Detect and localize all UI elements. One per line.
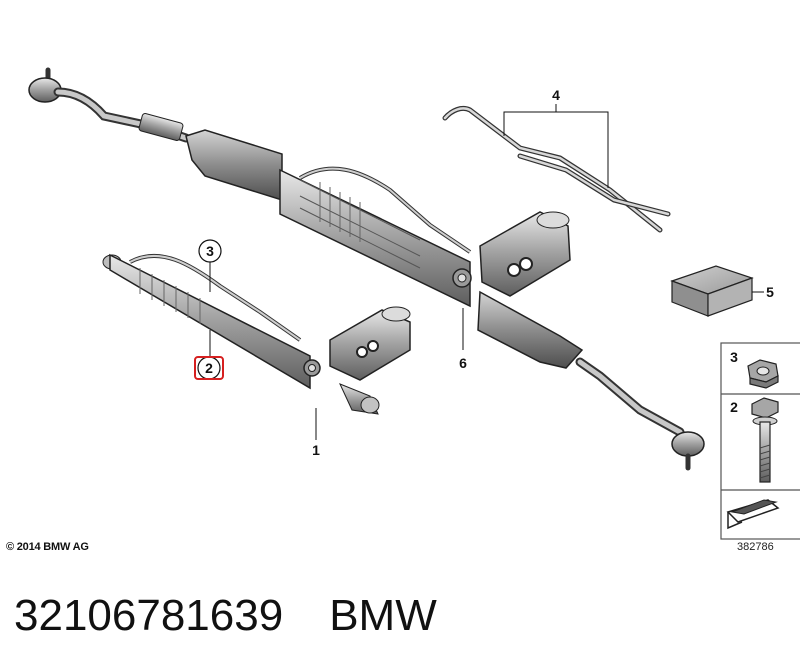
small-parts-legend: 3 2 — [720, 342, 800, 540]
part-caption: 32106781639 BMW — [14, 588, 437, 644]
callout-6: 6 — [459, 355, 467, 371]
steering-gear-item1 — [102, 253, 411, 440]
steering-rack-diagram: 3 2 1 4 5 6 3 2 — [28, 67, 800, 540]
packaging-box-item5 — [670, 265, 764, 317]
hex-bolt-icon — [751, 397, 779, 483]
legend-label-2: 2 — [730, 399, 738, 415]
drawing-number: 382786 — [737, 541, 774, 553]
callout-4: 4 — [552, 87, 560, 103]
callout-5: 5 — [766, 284, 774, 300]
callout-3: 3 — [206, 243, 214, 259]
legend-label-3: 3 — [730, 349, 738, 365]
left-tie-rod — [28, 67, 191, 143]
brand-name: BMW — [329, 591, 437, 640]
callout-2-highlight — [194, 356, 224, 380]
callouts: 3 2 1 4 5 6 — [194, 87, 774, 458]
part-number: 32106781639 — [14, 591, 284, 640]
steering-gear-assembly-item6 — [28, 67, 705, 471]
right-tie-rod — [575, 357, 705, 471]
arrow-icon — [726, 499, 780, 530]
right-bellows-boot — [477, 290, 584, 369]
hex-nut-icon — [747, 359, 779, 389]
copyright-text: © 2014 BMW AG — [6, 541, 89, 553]
left-bellows-boot — [185, 129, 283, 202]
hydraulic-lines-item4 — [442, 104, 671, 233]
valve-body — [452, 211, 571, 297]
callout-circle-3 — [198, 239, 222, 263]
rack-housing — [279, 166, 472, 308]
callout-1: 1 — [312, 442, 320, 458]
callout-2: 2 — [205, 360, 213, 376]
